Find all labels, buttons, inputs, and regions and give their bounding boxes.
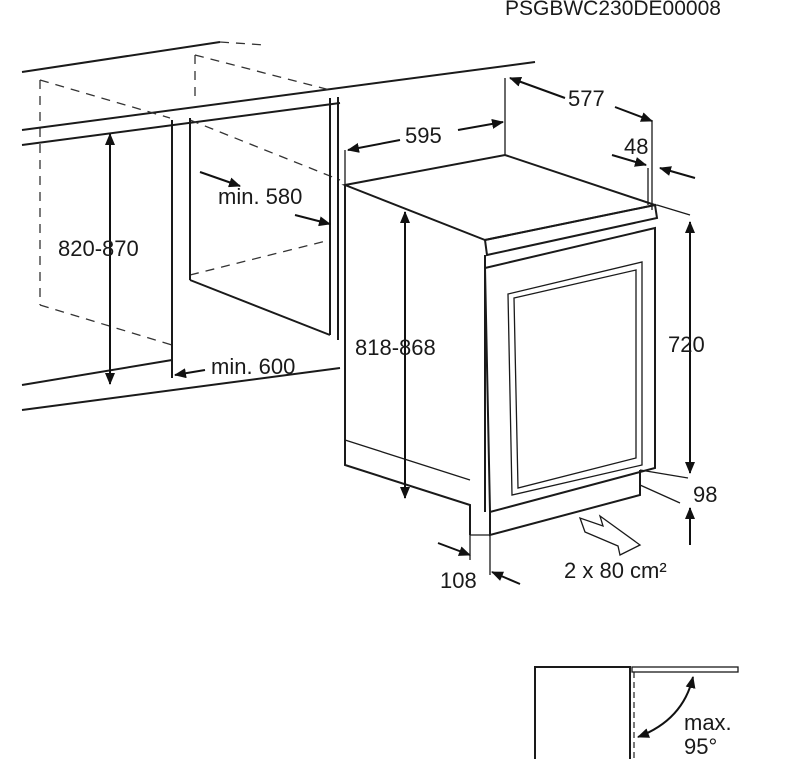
door-height-label: 720	[668, 332, 705, 357]
door-angle-max-label: max.	[684, 710, 732, 735]
width-label: 595	[405, 123, 442, 148]
door-angle-value-label: 95°	[684, 734, 717, 759]
niche-height-label: 820-870	[58, 236, 139, 261]
plinth-height-label: 98	[693, 482, 717, 507]
dimension-lines	[105, 77, 696, 585]
depth-label: 577	[568, 86, 605, 111]
airflow-arrow-icon	[578, 514, 642, 556]
niche-depth-label: min. 580	[218, 184, 302, 209]
model-code: PSGBWC230DE00008	[505, 0, 721, 20]
plinth-depth-label: 108	[440, 568, 477, 593]
door-opening-detail	[534, 666, 739, 759]
door-offset-label: 48	[624, 134, 648, 159]
ventilation-label: 2 x 80 cm²	[564, 558, 667, 583]
niche-width-label: min. 600	[211, 354, 295, 379]
appliance-height-label: 818-868	[355, 335, 436, 360]
